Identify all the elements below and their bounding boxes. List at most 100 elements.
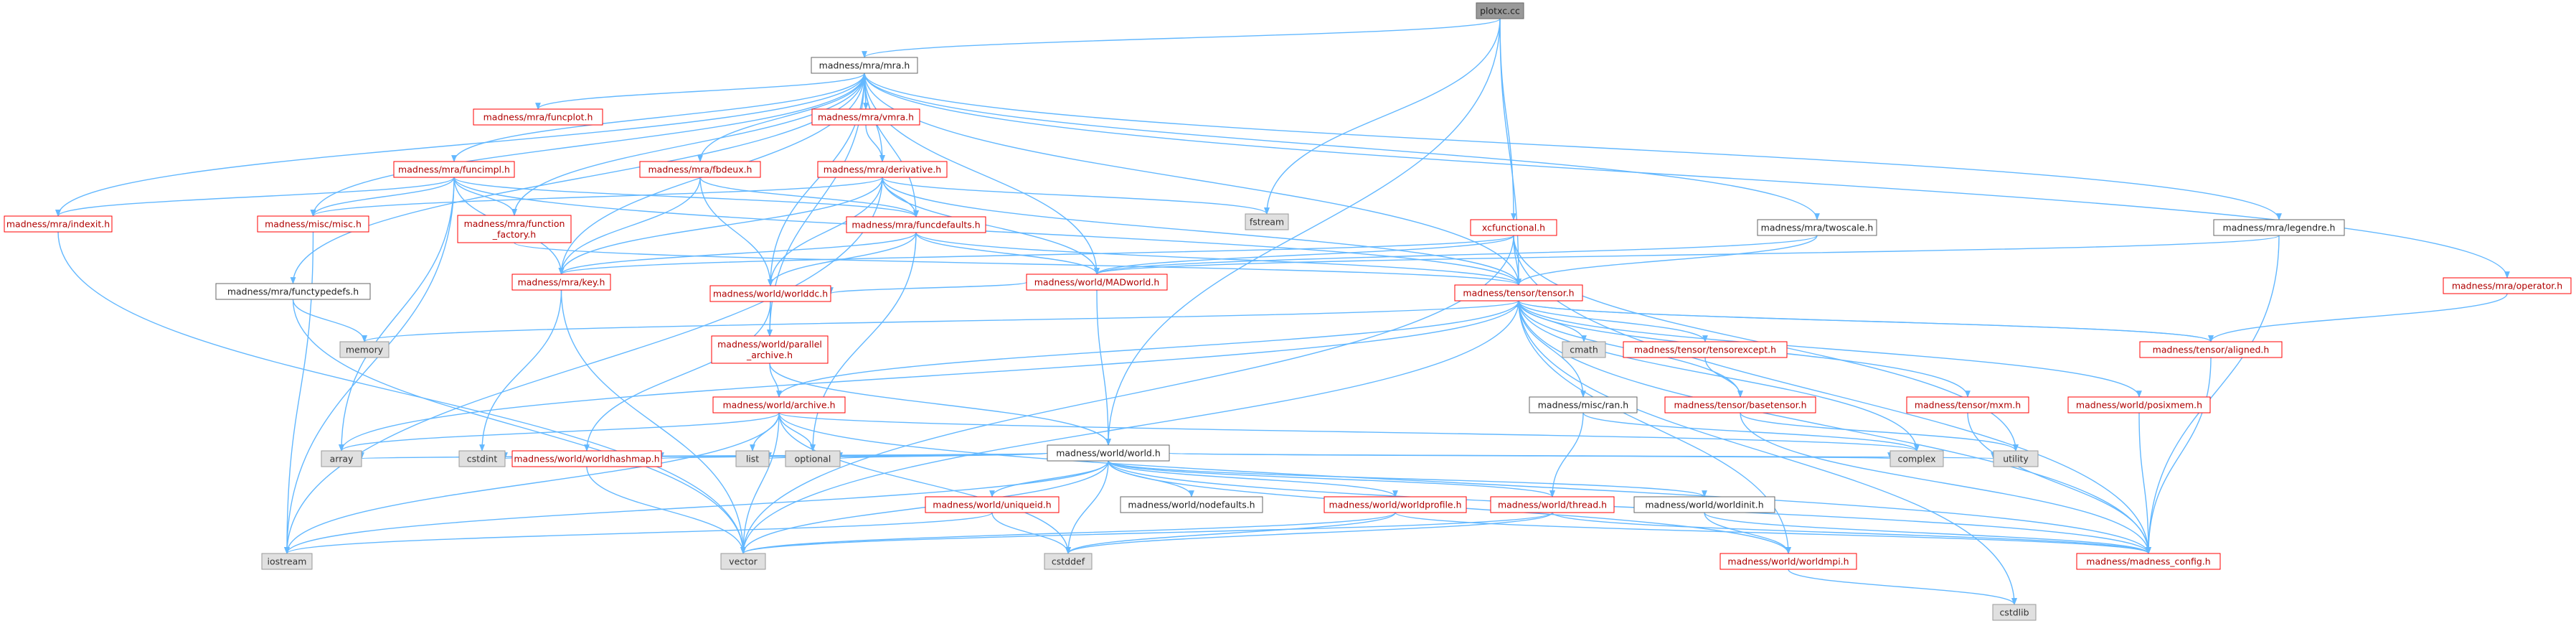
node-box-array xyxy=(321,450,362,467)
node-complex[interactable]: complex xyxy=(1889,450,1944,467)
edge-worldinit-to-madconfig xyxy=(1704,512,2151,554)
node-label-cstdint: cstdint xyxy=(467,454,498,464)
node-box-operator xyxy=(2443,277,2572,294)
node-label-posixmem: madness/world/posixmem.h xyxy=(2076,400,2202,411)
node-legendre[interactable]: madness/mra/legendre.h xyxy=(2213,219,2345,236)
node-label-world: madness/world/world.h xyxy=(1056,448,1161,459)
node-box-utility xyxy=(1993,450,2039,467)
node-label-worlddc: madness/world/worlddc.h xyxy=(713,289,828,299)
node-fstream[interactable]: fstream xyxy=(1245,213,1289,230)
node-label-tensorexcept: madness/tensor/tensorexcept.h xyxy=(1634,345,1776,355)
node-cstdlib[interactable]: cstdlib xyxy=(1992,604,2037,621)
node-box-cstddef xyxy=(1044,553,1093,570)
node-box-madconfig xyxy=(2076,553,2221,570)
node-worldinit[interactable]: madness/world/worldinit.h xyxy=(1633,496,1775,513)
node-fbdeux[interactable]: madness/mra/fbdeux.h xyxy=(639,161,761,178)
node-functypedefs[interactable]: madness/mra/functypedefs.h xyxy=(215,283,371,300)
node-madconfig[interactable]: madness/madness_config.h xyxy=(2076,553,2221,570)
node-label-cstddef: cstddef xyxy=(1052,556,1085,567)
node-label-key: madness/mra/key.h xyxy=(518,277,605,288)
node-funcplot[interactable]: madness/mra/funcplot.h xyxy=(473,108,603,126)
node-label-functypedefs: madness/mra/functypedefs.h xyxy=(227,286,359,297)
node-mra[interactable]: madness/mra/mra.h xyxy=(811,57,918,74)
edge-vmra-to-derivative xyxy=(865,124,885,162)
node-cstddef[interactable]: cstddef xyxy=(1044,553,1093,570)
node-list[interactable]: list xyxy=(735,450,770,467)
node-label-vector: vector xyxy=(729,556,758,567)
edge-archive-to-madconfig xyxy=(778,412,2151,554)
edge-worldinit-to-worldmpi xyxy=(1704,512,1791,554)
edge-archive-to-complex xyxy=(778,412,1920,452)
node-xcfunctional[interactable]: xcfunctional.h xyxy=(1470,219,1557,236)
node-label-mxm: madness/tensor/mxm.h xyxy=(1915,400,2021,411)
edge-mra-to-funcdefaults xyxy=(864,73,919,218)
node-parallelarchive[interactable]: madness/world/parallel_archive.h xyxy=(711,335,829,364)
edge-mra-to-funcplot xyxy=(535,73,865,110)
node-tensor[interactable]: madness/tensor/tensor.h xyxy=(1454,284,1583,302)
node-worldmpi[interactable]: madness/world/worldmpi.h xyxy=(1719,553,1857,570)
node-utility[interactable]: utility xyxy=(1993,450,2039,467)
edge-posixmem-to-madconfig xyxy=(2138,412,2151,554)
edge-fbdeux-to-key xyxy=(558,177,701,275)
edge-mxm-to-madconfig xyxy=(1967,412,2151,554)
node-nodefaults[interactable]: madness/world/nodefaults.h xyxy=(1120,496,1263,513)
node-aligned[interactable]: madness/tensor/aligned.h xyxy=(2139,341,2283,358)
node-madworld[interactable]: madness/world/MADworld.h xyxy=(1026,274,1168,291)
node-funcdefaults[interactable]: madness/mra/funcdefaults.h xyxy=(846,216,986,233)
node-box-tensorexcept xyxy=(1623,341,1788,358)
edge-mra-to-legendre xyxy=(864,73,2282,220)
node-label-worldhashmap: madness/world/worldhashmap.h xyxy=(514,454,659,464)
node-label-parallelarchive: madness/world/parallel xyxy=(717,339,822,350)
node-iostream[interactable]: iostream xyxy=(261,553,313,570)
node-ran[interactable]: madness/misc/ran.h xyxy=(1529,396,1638,414)
node-funcimpl[interactable]: madness/mra/funcimpl.h xyxy=(393,161,515,178)
node-thread[interactable]: madness/world/thread.h xyxy=(1490,496,1615,513)
node-worldprofile[interactable]: madness/world/worldprofile.h xyxy=(1324,496,1467,513)
node-plotxc[interactable]: plotxc.cc xyxy=(1476,2,1524,19)
node-cstdint[interactable]: cstdint xyxy=(458,450,506,467)
node-mxm[interactable]: madness/tensor/mxm.h xyxy=(1906,396,2029,414)
node-derivative[interactable]: madness/mra/derivative.h xyxy=(817,161,948,178)
node-box-funcfactory xyxy=(457,215,572,243)
node-operator[interactable]: madness/mra/operator.h xyxy=(2443,277,2572,294)
node-worldhashmap[interactable]: madness/world/worldhashmap.h xyxy=(511,450,662,467)
edge-worldprofile-to-vector xyxy=(740,512,1396,554)
node-label-derivative: madness/mra/derivative.h xyxy=(824,164,941,175)
node-miscmisc[interactable]: madness/misc/misc.h xyxy=(257,215,369,233)
node-label-parallelarchive: _archive.h xyxy=(746,350,793,360)
node-label-array: array xyxy=(330,454,354,464)
node-vmra[interactable]: madness/mra/vmra.h xyxy=(811,108,920,126)
node-box-funcimpl xyxy=(393,161,515,178)
node-array[interactable]: array xyxy=(321,450,362,467)
node-vector[interactable]: vector xyxy=(720,553,766,570)
edge-functypedefs-to-vector xyxy=(292,299,746,554)
node-cmath[interactable]: cmath xyxy=(1562,341,1606,358)
node-uniqueid[interactable]: madness/world/uniqueid.h xyxy=(925,496,1060,513)
node-worlddc[interactable]: madness/world/worlddc.h xyxy=(709,285,831,302)
node-label-operator: madness/mra/operator.h xyxy=(2452,281,2562,291)
node-box-derivative xyxy=(817,161,948,178)
node-indexit[interactable]: madness/mra/indexit.h xyxy=(4,215,113,233)
node-memory[interactable]: memory xyxy=(339,341,390,358)
node-twoscale[interactable]: madness/mra/twoscale.h xyxy=(1757,219,1877,236)
node-tensorexcept[interactable]: madness/tensor/tensorexcept.h xyxy=(1623,341,1788,358)
edge-archive-to-array xyxy=(339,412,780,452)
edge-archive-to-iostream xyxy=(284,412,780,554)
node-label-fstream: fstream xyxy=(1250,217,1284,228)
node-box-thread xyxy=(1490,496,1615,513)
edge-indexit-to-vector xyxy=(57,231,746,554)
edge-funcimpl-to-tensor xyxy=(453,177,1521,286)
node-optional[interactable]: optional xyxy=(785,450,841,467)
node-box-worldmpi xyxy=(1719,553,1857,570)
node-box-fstream xyxy=(1245,213,1289,230)
node-archive[interactable]: madness/world/archive.h xyxy=(712,396,846,414)
edge-tensor-to-array xyxy=(339,300,1519,452)
edge-legendre-to-madconfig xyxy=(2146,235,2280,554)
node-label-list: list xyxy=(746,454,759,464)
node-posixmem[interactable]: madness/world/posixmem.h xyxy=(2067,396,2211,414)
node-key[interactable]: madness/mra/key.h xyxy=(511,274,611,291)
node-funcfactory[interactable]: madness/mra/function_factory.h xyxy=(457,215,572,243)
node-world[interactable]: madness/world/world.h xyxy=(1047,444,1170,462)
node-basetensor[interactable]: madness/tensor/basetensor.h xyxy=(1664,396,1816,414)
edge-funcdefaults-to-key xyxy=(558,232,917,275)
